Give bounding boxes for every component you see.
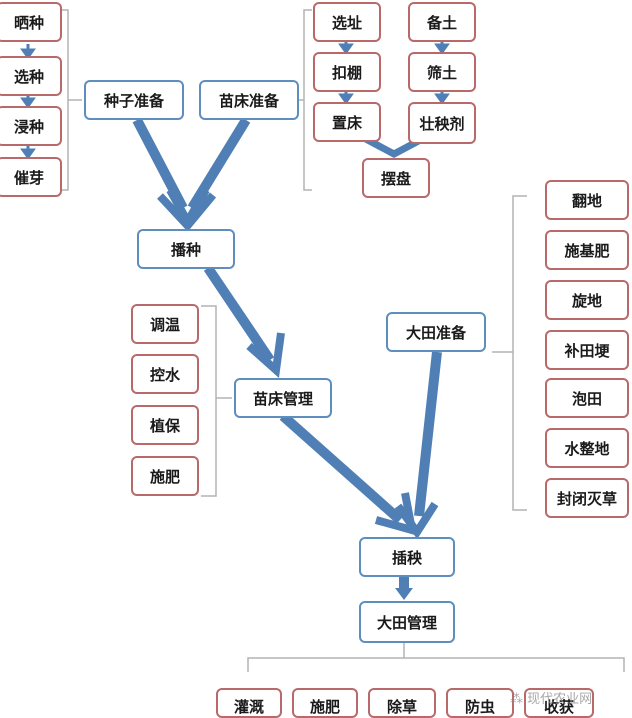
arrowhead-field-mgmt [395,588,413,600]
step-site-selection: 选址 [313,2,381,42]
step-bottom-3: 除草 [368,688,436,718]
small-arrows [20,42,450,160]
node-field-prep: 大田准备 [386,312,486,352]
step-sun-drying: 晒种 [0,2,62,42]
node-bed-prep: 苗床准备 [199,80,299,120]
bracket-field-steps [492,195,527,511]
step-ridge-repair: 补田埂 [545,330,629,370]
bracket-nursery-steps [201,305,232,497]
step-water-control: 控水 [131,354,199,394]
step-seed-selection: 选种 [0,56,62,96]
step-fertilizing: 施肥 [131,456,199,496]
step-water-leveling: 水整地 [545,428,629,468]
flow-connectors [20,9,625,672]
step-bottom-1: 灌溉 [216,688,282,718]
watermark-text: ⁂ 现代农业网 [510,692,593,707]
step-seed-soaking: 浸种 [0,106,62,146]
step-shed-cover: 扣棚 [313,52,381,92]
step-base-fertilizer: 施基肥 [545,230,629,270]
step-bottom-4: 防虫 [446,688,514,718]
step-bottom-2: 施肥 [292,688,358,718]
bracket-bottom-steps [247,643,625,672]
step-soil-sieving: 筛土 [408,52,476,92]
node-nursery-mgmt: 苗床管理 [234,378,332,418]
step-plowing: 翻地 [545,180,629,220]
step-soil-prep: 备土 [408,2,476,42]
node-field-mgmt: 大田管理 [359,601,455,643]
step-temperature-control: 调温 [131,304,199,344]
step-plant-protection: 植保 [131,405,199,445]
step-field-soaking: 泡田 [545,378,629,418]
step-bed-placement: 置床 [313,102,381,142]
node-seed-prep: 种子准备 [84,80,184,120]
step-rotary-tillage: 旋地 [545,280,629,320]
step-seedling-agent: 壮秧剂 [408,102,476,144]
step-weed-sealing: 封闭灭草 [545,478,629,518]
step-germination: 催芽 [0,157,62,197]
main-arrowheads [157,187,439,540]
node-sowing: 播种 [137,229,235,269]
bracket-seed-steps [60,9,82,191]
node-transplanting: 插秧 [359,537,455,577]
step-tray-setting: 摆盘 [362,158,430,198]
